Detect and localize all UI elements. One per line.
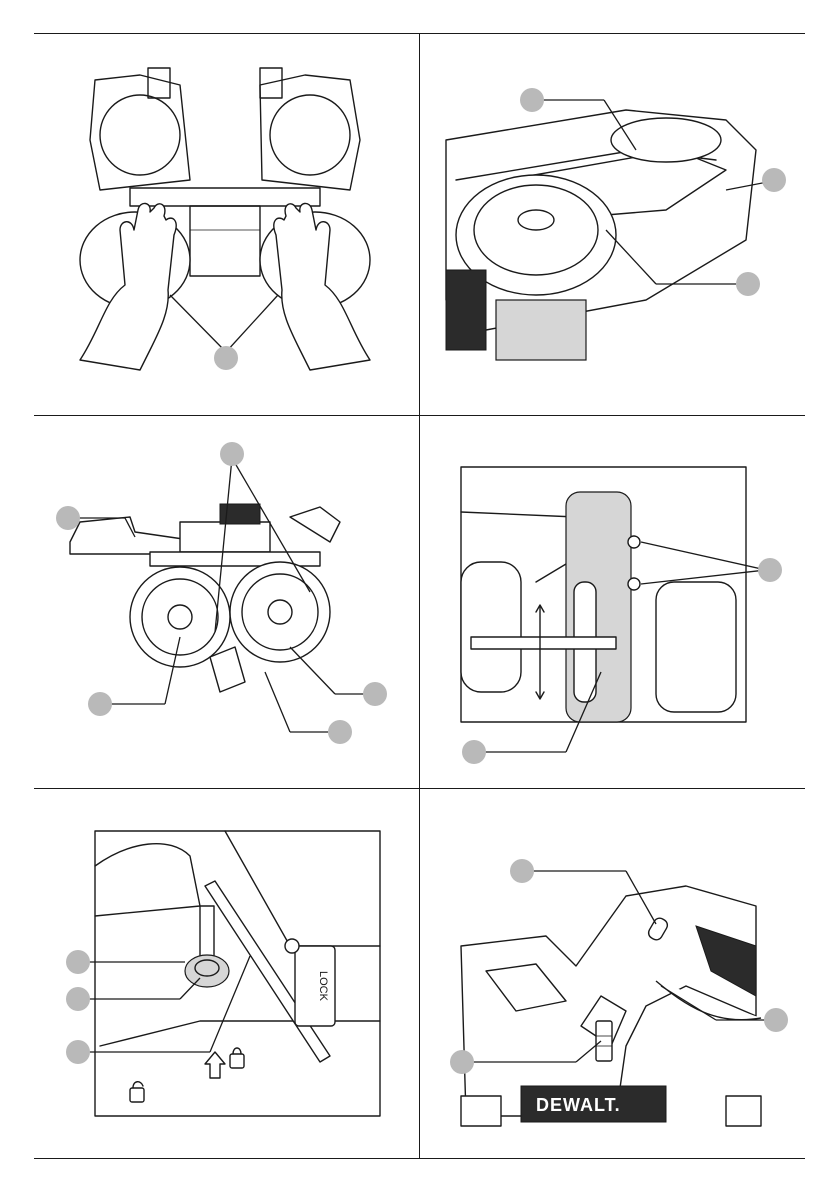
callout-marker [758, 558, 782, 582]
callout-marker [363, 682, 387, 706]
callout-marker [66, 987, 90, 1011]
callout-marker [328, 720, 352, 744]
callout-marker [220, 442, 244, 466]
callout-marker [510, 859, 534, 883]
figure-handle-switch: DEWALT. [426, 796, 798, 1152]
callout-marker [66, 1040, 90, 1064]
figure-lock-knob-detail: LOCK [40, 796, 412, 1152]
callout-marker [764, 1008, 788, 1032]
lock-plate-mark: LOCK [317, 971, 329, 1002]
callout-marker [66, 950, 90, 974]
callout-marker [88, 692, 112, 716]
callout-marker [214, 346, 238, 370]
callout-marker [450, 1050, 474, 1074]
callout-marker [736, 272, 760, 296]
figure-saw-side-view [40, 422, 412, 782]
callout-marker [462, 740, 486, 764]
figure-hands-on-wheels [40, 40, 412, 408]
callout-marker [520, 88, 544, 112]
rule-center [419, 33, 420, 1159]
figure-blade-guide-slot [426, 422, 798, 782]
callout-marker [762, 168, 786, 192]
brand-logo: DEWALT. [536, 1095, 621, 1115]
figure-wheel-housing-top [426, 40, 798, 408]
callout-marker [56, 506, 80, 530]
